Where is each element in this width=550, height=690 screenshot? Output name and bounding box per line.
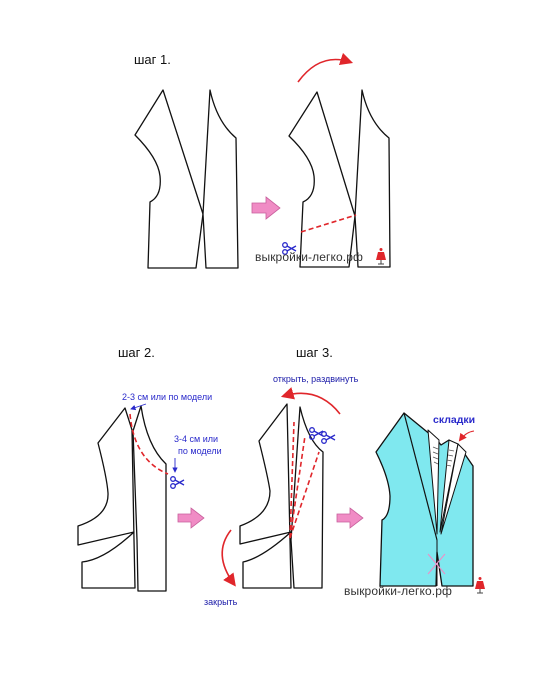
step-3-label: шаг 3. (296, 345, 333, 360)
step-1-label: шаг 1. (134, 52, 171, 67)
watermark-bottom: выкройки-легко.рф (344, 584, 452, 598)
step-2-label: шаг 2. (118, 345, 155, 360)
scissors-icon (321, 431, 336, 444)
close-note: закрыть (204, 597, 238, 607)
fold-marks (432, 446, 455, 467)
step3-pattern (239, 403, 324, 589)
curved-arrow-red-icon (297, 52, 354, 83)
neck-offset-note-line1: 3-4 см или (174, 434, 219, 444)
curved-arrow-red-icon (221, 529, 236, 587)
watermark-top: выкройки-легко.рф (255, 250, 363, 264)
arrow-right-pink-icon (177, 507, 205, 529)
step2-pattern (77, 405, 167, 592)
open-spread-note: открыть, раздвинуть (273, 374, 359, 384)
arrow-right-pink-icon (251, 196, 281, 220)
arrow-right-pink-icon (336, 507, 364, 529)
neck-offset-note-line2: по модели (178, 446, 222, 456)
step1-original-pattern (134, 89, 239, 269)
shoulder-offset-note: 2-3 см или по модели (122, 392, 213, 402)
dress-form-icon (475, 577, 485, 594)
scissors-icon (282, 242, 297, 255)
step1-result-pattern (288, 89, 391, 268)
spread-cut-lines (289, 421, 320, 539)
cross-marks (427, 553, 446, 575)
neck-cut-line (129, 413, 169, 475)
final-pattern (375, 412, 474, 587)
cut-line (300, 214, 357, 233)
folds-label: складки (433, 414, 476, 426)
curved-arrow-red-icon (280, 387, 341, 415)
scissors-icon (170, 476, 185, 489)
dress-form-icon (376, 248, 386, 265)
